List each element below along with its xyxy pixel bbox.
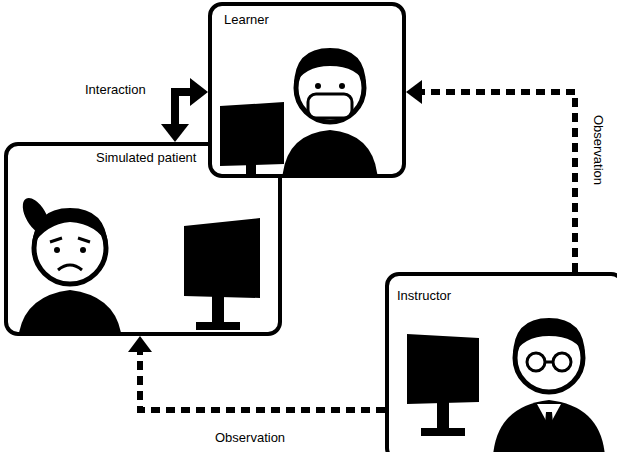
observation-arrow [406, 80, 575, 272]
interaction-arrow [161, 78, 208, 142]
edge-label: Interaction [82, 82, 149, 98]
edge-label: Observation [590, 112, 606, 188]
learner-box: Learner [208, 2, 406, 178]
node-title: Instructor [397, 288, 451, 304]
instructor-box: Instructor [385, 272, 617, 452]
edge-label: Observation [212, 430, 288, 446]
person-illustration [212, 6, 406, 178]
node-title: Simulated patient [96, 150, 196, 166]
node-title: Learner [224, 12, 269, 28]
observation-arrow [128, 336, 385, 410]
